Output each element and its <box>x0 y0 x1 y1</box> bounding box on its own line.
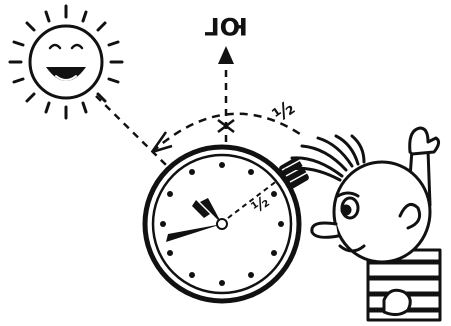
half-arc-label: ½ <box>268 95 299 127</box>
boy-icon <box>286 128 440 320</box>
sun-icon <box>10 6 122 118</box>
south-label: ЮГ <box>204 12 247 40</box>
